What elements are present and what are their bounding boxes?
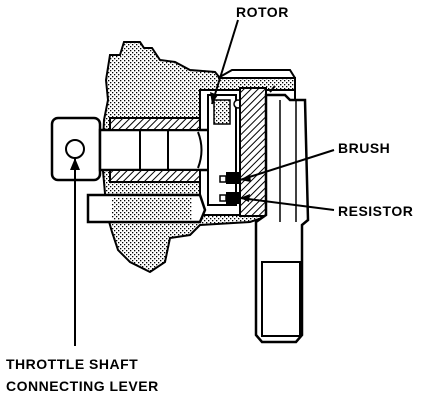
shaft <box>98 128 212 172</box>
lever-hole <box>65 139 85 159</box>
label-brush: BRUSH <box>338 140 391 156</box>
resistor-plate <box>239 87 267 217</box>
bushing-lower <box>109 169 201 183</box>
brush-leader <box>239 149 335 181</box>
bushing-upper <box>109 117 201 131</box>
rotor-leader <box>211 19 239 105</box>
label-resistor: RESISTOR <box>338 203 414 219</box>
resistor-leader <box>239 197 335 211</box>
label-rotor: ROTOR <box>236 4 289 20</box>
resistor-contact <box>226 192 240 204</box>
housing-edge <box>217 69 296 79</box>
label-lever-line1: THROTTLE SHAFT <box>6 356 139 372</box>
label-lever-line2: CONNECTING LEVER <box>6 378 159 394</box>
brush-contact <box>226 172 240 184</box>
